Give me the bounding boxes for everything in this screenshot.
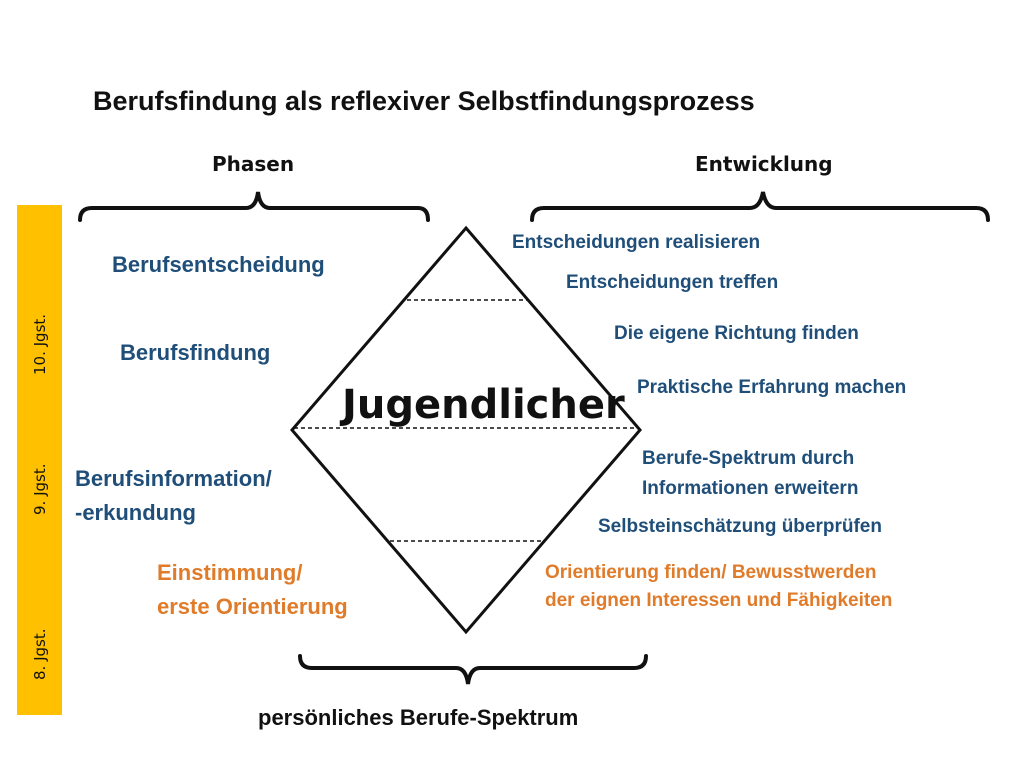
phase-berufsfindung: Berufsfindung: [120, 340, 271, 365]
brace-phasen: [78, 191, 430, 222]
grade-bar: [17, 205, 62, 715]
dev-praktische-erfahrung: Praktische Erfahrung machen: [637, 377, 907, 398]
phase-berufsinformation-line1: Berufsinformation/: [75, 466, 272, 491]
header-entwicklung: Entwicklung: [695, 152, 833, 176]
phase-berufsinformation-line2: -erkundung: [75, 500, 196, 525]
phase-berufsentscheidung: Berufsentscheidung: [112, 252, 325, 277]
center-diamond: [290, 225, 642, 635]
phase-einstimmung-line1: Einstimmung/: [157, 560, 303, 585]
brace-entwicklung: [530, 191, 990, 222]
dev-orientierung-line2: der eignen Interessen und Fähigkeiten: [545, 590, 893, 611]
diagram-title: Berufsfindung als reflexiver Selbstfindu…: [93, 86, 755, 116]
dev-entscheidungen-realisieren: Entscheidungen realisieren: [512, 232, 761, 253]
brace-bottom: [298, 654, 648, 685]
dev-orientierung-line1: Orientierung finden/ Bewusstwerden: [545, 562, 877, 583]
center-label-jugendlicher: Jugendlicher: [342, 382, 625, 428]
header-phasen: Phasen: [212, 152, 295, 176]
phase-einstimmung-line2: erste Orientierung: [157, 594, 348, 619]
dev-entscheidungen-treffen: Entscheidungen treffen: [566, 272, 779, 293]
bottom-label: persönliches Berufe-Spektrum: [258, 705, 579, 730]
dev-selbsteinschaetzung: Selbsteinschätzung überprüfen: [598, 516, 882, 537]
dev-berufe-spektrum-line2: Informationen erweitern: [642, 478, 859, 499]
dev-eigene-richtung: Die eigene Richtung finden: [614, 323, 859, 344]
dev-berufe-spektrum-line1: Berufe-Spektrum durch: [642, 448, 855, 469]
